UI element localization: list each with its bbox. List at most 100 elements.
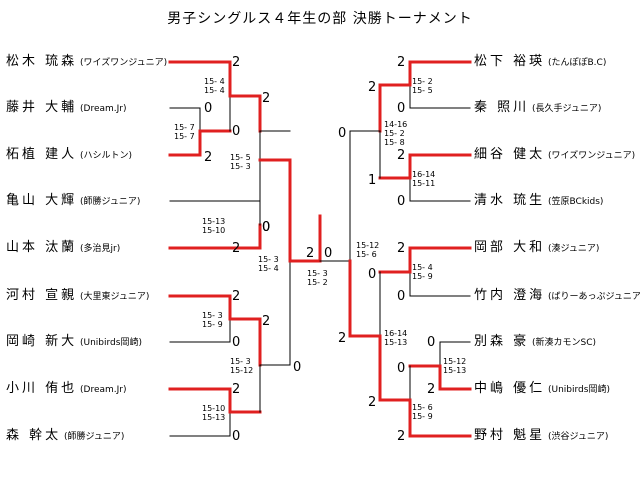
player-name: 中嶋 優仁 [474, 381, 546, 396]
player-name: 秦 照川 [474, 100, 530, 115]
match-score: 0 [427, 335, 435, 350]
player-name: 森 幹太 [6, 428, 62, 443]
match-score: 2 [397, 241, 405, 256]
player-name: 山本 汰蘭 [6, 240, 78, 255]
match-score: 2 [368, 80, 376, 95]
match-score: 2 [427, 382, 435, 397]
page-title: 男子シングルス４年生の部 決勝トーナメント [167, 11, 473, 27]
set-score: 15- 6 [356, 250, 377, 259]
player-entry: 森 幹太 (師勝ジュニア) [6, 426, 124, 446]
player-name: 竹内 澄海 [474, 288, 546, 303]
player-entry: 小川 侑也 (Dream.Jr) [6, 379, 127, 399]
match-score: 0 [397, 289, 405, 304]
set-score: 15- 2 [412, 77, 433, 86]
match-score: 1 [368, 173, 376, 188]
match-score: 2 [262, 91, 270, 106]
player-entry: 岡部 大和 (湊ジュニア) [474, 238, 599, 258]
player-entry: 藤井 大輔 (Dream.Jr) [6, 98, 127, 118]
match-score: 0 [324, 246, 332, 261]
set-score: 15- 3 [307, 269, 328, 278]
set-score: 15- 5 [230, 153, 251, 162]
player-name: 亀山 大輝 [6, 193, 78, 208]
match-score: 2 [397, 55, 405, 70]
player-club: (Dream.Jr) [77, 385, 127, 395]
match-score: 0 [293, 360, 301, 375]
match-score: 2 [232, 55, 240, 70]
player-club: (渋谷ジュニア) [545, 432, 609, 442]
set-score: 15-10 [202, 226, 225, 235]
player-club: (多治見jr) [77, 244, 121, 254]
player-name: 柘植 建人 [6, 147, 78, 162]
player-club: (Unibirds岡崎) [77, 338, 142, 348]
player-name: 藤井 大輔 [6, 100, 78, 115]
player-name: 清水 琉生 [474, 193, 546, 208]
match-score: 2 [262, 314, 270, 329]
set-score: 15-13 [384, 338, 407, 347]
set-score: 15- 9 [412, 272, 433, 281]
player-entry: 細谷 健太 (ワイズワンジュニア) [474, 145, 635, 165]
player-name: 小川 侑也 [6, 381, 78, 396]
player-entry: 松下 裕瑛 (たんぽぽB.C) [474, 52, 606, 72]
set-score: 15-13 [202, 217, 225, 226]
set-score: 15-10 [202, 404, 225, 413]
set-score: 15-13 [202, 413, 225, 422]
set-score: 15- 9 [412, 412, 433, 421]
set-score: 15- 4 [258, 264, 279, 273]
player-name: 細谷 健太 [474, 147, 546, 162]
set-score: 15- 2 [384, 129, 405, 138]
set-score: 15-13 [443, 366, 466, 375]
player-entry: 山本 汰蘭 (多治見jr) [6, 238, 120, 258]
player-entry: 松木 琉森 (ワイズワンジュニア) [6, 52, 167, 72]
player-club: (湊ジュニア) [545, 244, 600, 254]
set-score: 15-12 [356, 241, 379, 250]
player-name: 松下 裕瑛 [474, 54, 546, 69]
match-score: 0 [397, 194, 405, 209]
player-club: (師勝ジュニア) [77, 197, 141, 207]
player-name: 野村 魁星 [474, 428, 546, 443]
match-score: 0 [262, 220, 270, 235]
match-score: 2 [306, 246, 314, 261]
player-name: 河村 宣親 [6, 288, 78, 303]
set-score: 16-14 [384, 329, 407, 338]
set-score: 15- 5 [412, 86, 433, 95]
player-name: 岡部 大和 [474, 240, 546, 255]
player-name: 松木 琉森 [6, 54, 78, 69]
set-score: 15- 4 [204, 77, 225, 86]
match-score: 2 [232, 289, 240, 304]
player-entry: 別森 豪 (新湊カモンSC) [474, 332, 596, 352]
set-score: 15- 2 [307, 278, 328, 287]
player-entry: 秦 照川 (長久手ジュニア) [474, 98, 601, 118]
player-club: (ばりーあっぷジュニア) [545, 292, 640, 302]
player-entry: 竹内 澄海 (ばりーあっぷジュニア) [474, 286, 640, 306]
match-score: 0 [232, 124, 240, 139]
match-score: 0 [368, 267, 376, 282]
player-club: (たんぽぽB.C) [545, 58, 607, 68]
player-club: (長久手ジュニア) [529, 104, 602, 114]
match-score: 2 [397, 148, 405, 163]
set-score: 14-16 [384, 120, 407, 129]
match-score: 0 [338, 126, 346, 141]
player-club: (師勝ジュニア) [61, 432, 125, 442]
player-club: (新湊カモンSC) [529, 338, 597, 348]
set-score: 15- 7 [174, 132, 195, 141]
set-score: 15- 3 [258, 255, 279, 264]
match-score: 2 [368, 395, 376, 410]
player-club: (笠原BCkids) [545, 197, 604, 207]
player-entry: 中嶋 優仁 (Unibirds岡崎) [474, 379, 610, 399]
set-score: 15- 7 [174, 123, 195, 132]
match-score: 2 [338, 331, 346, 346]
set-score: 16-14 [412, 170, 435, 179]
set-score: 15- 8 [384, 138, 405, 147]
match-score: 2 [232, 382, 240, 397]
player-entry: 岡崎 新大 (Unibirds岡崎) [6, 332, 142, 352]
set-score: 15-12 [443, 357, 466, 366]
set-score: 15- 6 [412, 403, 433, 412]
set-score: 15- 3 [230, 357, 251, 366]
player-entry: 野村 魁星 (渋谷ジュニア) [474, 426, 608, 446]
player-entry: 柘植 建人 (ハシルトン) [6, 145, 132, 165]
match-score: 0 [232, 335, 240, 350]
set-score: 15-11 [412, 179, 435, 188]
player-entry: 亀山 大輝 (師勝ジュニア) [6, 191, 140, 211]
